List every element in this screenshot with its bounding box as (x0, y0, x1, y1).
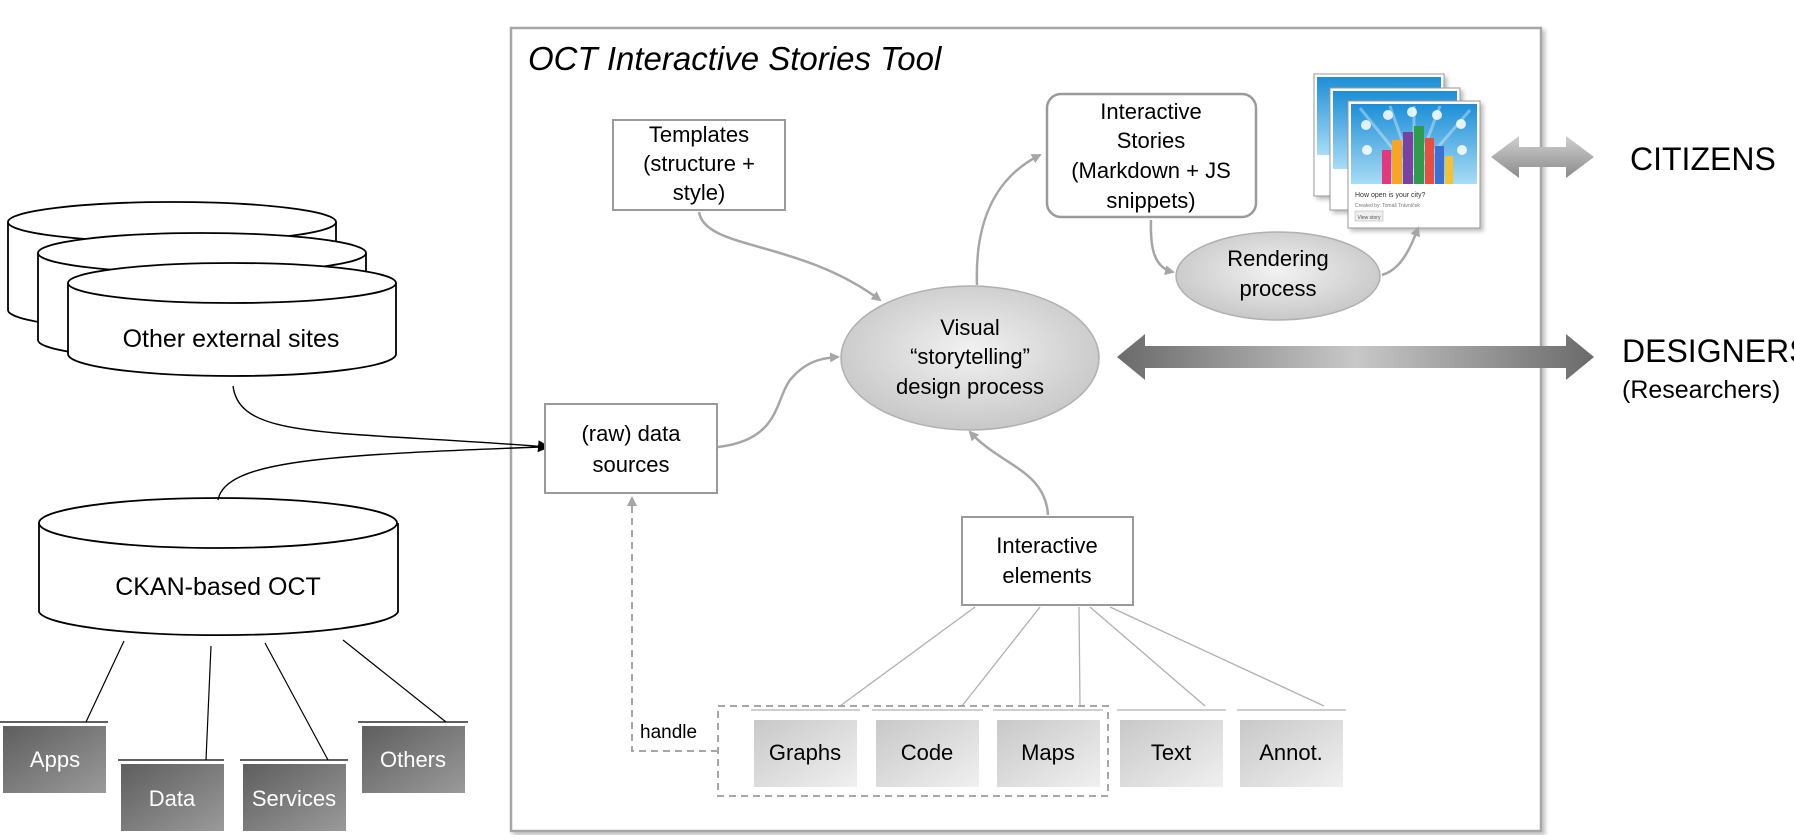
ckan-children-tree (0, 639, 468, 761)
thumbnail-button-label: View story (1358, 215, 1381, 221)
stories-line-3: (Markdown + JS (1071, 158, 1231, 183)
visual-storytelling-node: Visual “storytelling” design process (840, 285, 1100, 431)
rendering-line-1: Rendering (1227, 246, 1329, 271)
ckan-child-apps-label: Apps (30, 747, 80, 772)
raw-data-sources-node: (raw) data sources (544, 403, 718, 494)
handle-label: handle (640, 722, 697, 743)
external-sites-database: Other external sites (7, 201, 397, 377)
rawdata-to-visual-arrow (717, 352, 840, 449)
visual-to-stories-arrow (975, 153, 1042, 286)
ckan-database: CKAN-based OCT (38, 497, 399, 637)
ckan-label: CKAN-based OCT (115, 573, 321, 601)
ckan-child-others-box (362, 726, 465, 793)
element-code-label: Code (901, 740, 954, 765)
element-graphs-box (754, 720, 857, 787)
templates-line-1: Templates (649, 122, 749, 147)
process-arrows (697, 153, 1420, 516)
ckan-child-others-label: Others (380, 747, 446, 772)
templates-node: Templates (structure + style) (612, 119, 786, 211)
element-annot-label: Annot. (1259, 740, 1323, 765)
citizens-label: CITIZENS (1630, 141, 1776, 177)
interactive-stories-node: Interactive Stories (Markdown + JS snipp… (1045, 92, 1258, 219)
designers-double-arrow (1117, 334, 1594, 380)
visual-line-1: Visual (940, 315, 1000, 340)
elements-line-2: elements (1002, 563, 1091, 588)
sites-to-rawdata-connector (232, 385, 550, 453)
raw-data-line-2: sources (592, 452, 669, 477)
element-text-label: Text (1151, 740, 1191, 765)
elements-line-1: Interactive (996, 533, 1098, 558)
element-graphs-label: Graphs (769, 740, 841, 765)
designers-label: DESIGNERS (1622, 333, 1794, 369)
tool-title: OCT Interactive Stories Tool (528, 40, 943, 77)
elements-to-visual-arrow (968, 430, 1050, 516)
visual-line-3: design process (896, 374, 1044, 399)
thumbnail-caption: How open is your city? (1355, 192, 1426, 199)
rendering-line-2: process (1239, 276, 1316, 301)
thumbnail-byline: Created by: Tomáš Trávníček (1355, 203, 1420, 209)
raw-data-line-1: (raw) data (581, 421, 681, 446)
ckan-child-services-box (243, 764, 346, 831)
templates-line-3: style) (673, 180, 726, 205)
story-thumbnail-front: How open is your city? Created by: Tomáš… (1347, 100, 1481, 229)
element-boxes: Graphs Code Maps Text Annot. (754, 720, 1343, 787)
ckan-child-services-label: Services (252, 786, 336, 811)
interactive-elements-node: Interactive elements (961, 516, 1134, 606)
story-thumbnails: How open is your city? Created by: Tomáš… (1313, 73, 1481, 229)
element-maps-label: Maps (1021, 740, 1075, 765)
stories-to-rendering-arrow (1149, 219, 1175, 276)
rendering-process-node: Rendering process (1175, 231, 1381, 321)
stories-line-1: Interactive (1100, 99, 1202, 124)
rendering-to-thumbnail-arrow (1381, 226, 1420, 277)
templates-line-2: (structure + (643, 151, 755, 176)
element-annot-box (1240, 720, 1343, 787)
ckan-child-data-box (121, 764, 224, 831)
stories-line-4: snippets) (1106, 188, 1195, 213)
templates-to-visual-arrow (697, 211, 882, 302)
elements-tree (751, 606, 1346, 711)
handle-label-bg (636, 717, 712, 745)
thumbnail-view-button (1354, 210, 1384, 222)
stories-line-2: Stories (1117, 128, 1185, 153)
ckan-child-apps-box (3, 726, 106, 793)
ckan-to-rawdata-connector (217, 446, 541, 501)
designers-sublabel: (Researchers) (1622, 376, 1780, 404)
element-maps-box (997, 720, 1100, 787)
element-text-box (1120, 720, 1223, 787)
visual-line-2: “storytelling” (910, 344, 1030, 369)
external-sites-label: Other external sites (123, 325, 340, 353)
element-code-box (876, 720, 979, 787)
citizens-double-arrow (1491, 136, 1594, 178)
ckan-child-boxes: Apps Data Services Others (3, 726, 465, 831)
handle-connector (627, 496, 718, 752)
ckan-child-data-label: Data (149, 786, 196, 811)
